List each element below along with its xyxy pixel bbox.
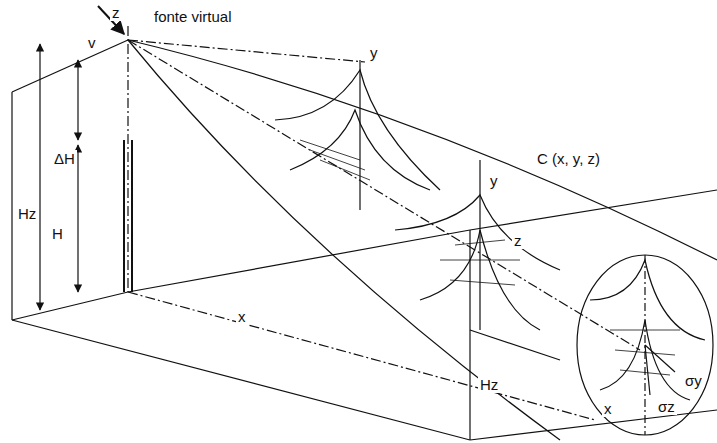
source-label: fonte virtual [152,8,234,25]
wind-label: v [86,34,98,51]
axis-label: z [110,4,122,21]
axis-label: x [236,308,248,325]
dimension-label: ΔH [52,150,77,167]
dimension-label: Hz [16,205,38,222]
axis-label: x [602,400,614,417]
concentration-label: C (x, y, z) [535,150,602,167]
axis-label: y [488,172,500,189]
sigma-label: σy [683,372,704,389]
dimension-label: H [50,225,65,242]
dimension-label: Hz [478,376,500,393]
sigma-label: σz [656,398,677,415]
axis-label: y [368,44,380,61]
axis-label: z [512,232,524,249]
